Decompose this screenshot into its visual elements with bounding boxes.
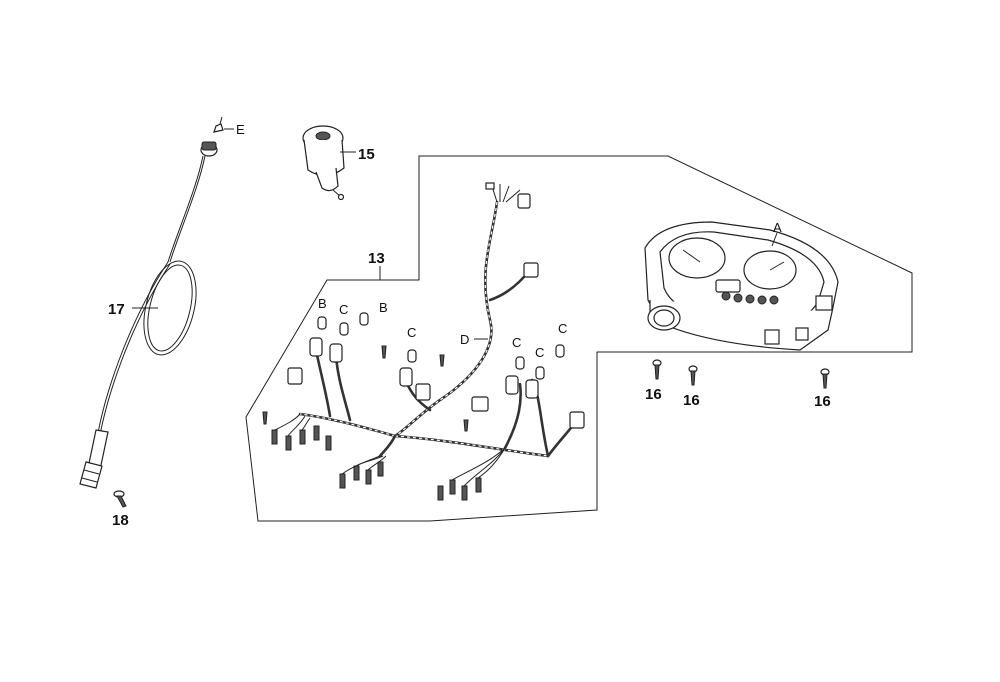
letter-D: D: [460, 332, 469, 347]
instrument-cluster: [644, 221, 839, 351]
callout-17: 17: [108, 301, 125, 318]
letter-C-4: C: [535, 345, 544, 360]
letter-B-left: B: [318, 296, 327, 311]
screw-16-middle: [688, 365, 698, 386]
letter-C-3: C: [512, 335, 521, 350]
letter-C-5: C: [558, 321, 567, 336]
callout-18: 18: [112, 512, 129, 529]
leader-lines: [132, 128, 778, 340]
letter-A: A: [773, 220, 782, 235]
wire-harness: [262, 182, 585, 501]
letter-B-right: B: [379, 300, 388, 315]
callout-13: 13: [368, 250, 385, 267]
screw-16-right: [820, 368, 830, 389]
assembly-13-outline: [245, 155, 913, 522]
callout-16-left: 16: [645, 386, 662, 403]
speedometer-cable: [79, 116, 224, 489]
callout-16-middle: 16: [683, 392, 700, 409]
callout-15: 15: [358, 146, 375, 163]
letter-E: E: [236, 122, 245, 137]
callout-16-right: 16: [814, 393, 831, 410]
screw-16-left: [652, 359, 662, 380]
letter-C-1: C: [339, 302, 348, 317]
ignition-switch: [302, 125, 345, 201]
letter-C-2: C: [407, 325, 416, 340]
screw-18: [113, 490, 127, 508]
